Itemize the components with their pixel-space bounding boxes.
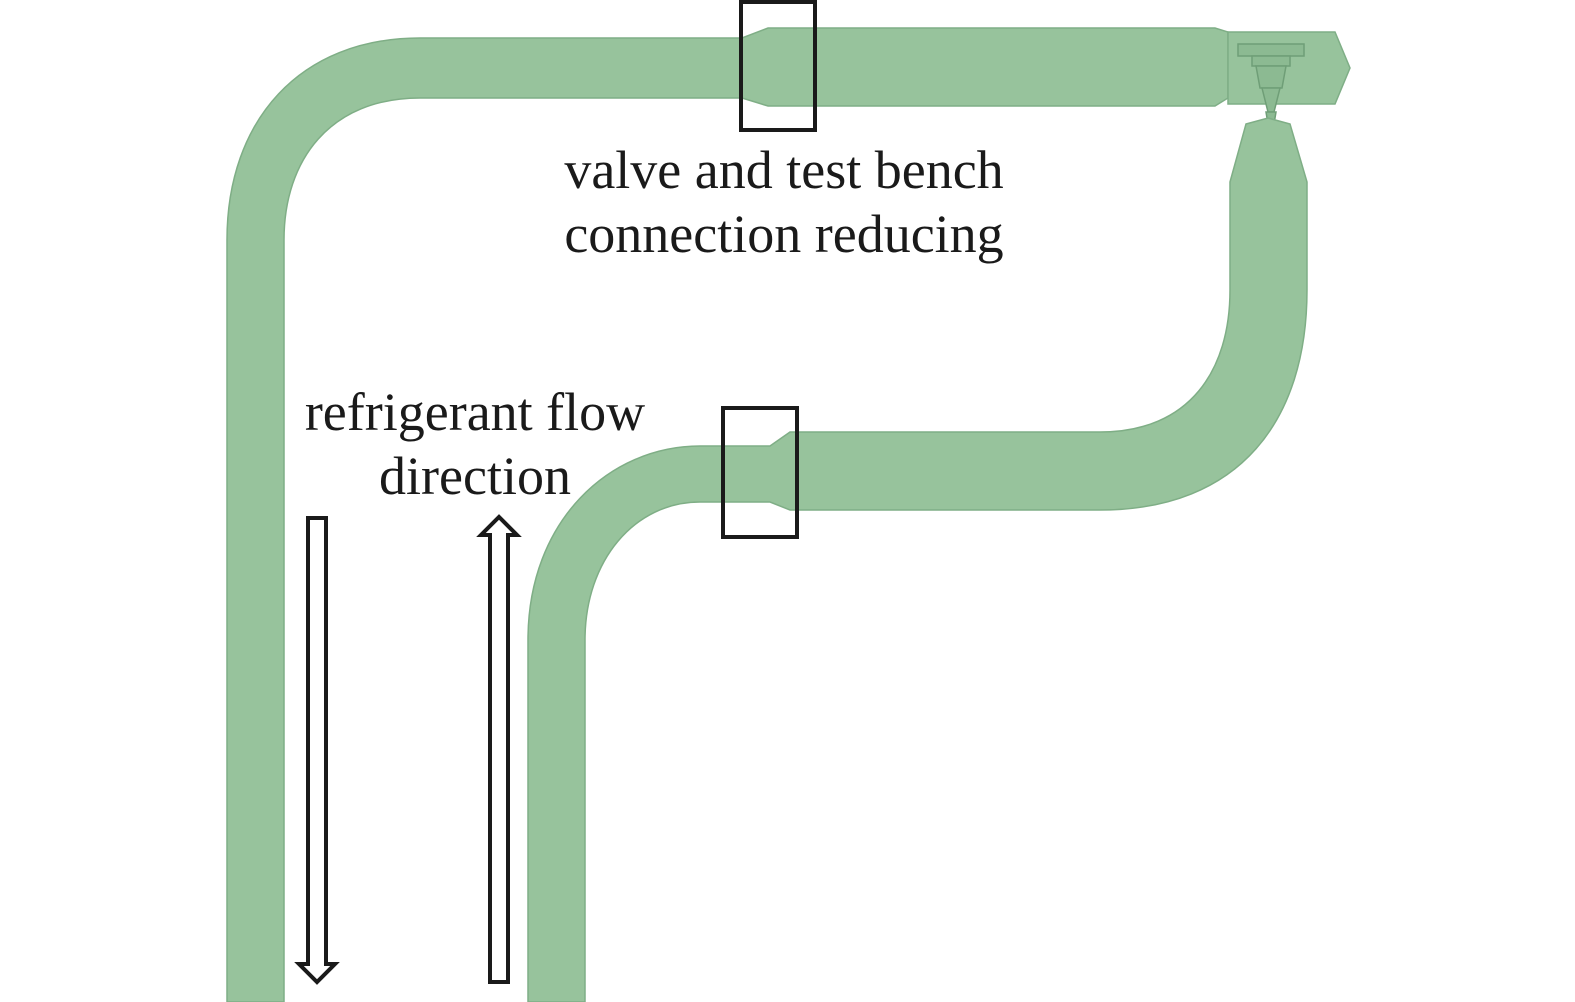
- inlet-pipe: [527, 117, 1308, 1002]
- valve-connection-label-line-2: connection reducing: [564, 204, 1004, 264]
- valve-body: [1227, 31, 1351, 105]
- flow-direction-label-line-2: direction: [379, 446, 571, 506]
- flow-arrow-up-icon: [476, 514, 522, 984]
- valve-connection-label-line-1: valve and test bench: [564, 140, 1004, 200]
- outlet-pipe: [226, 27, 1229, 1002]
- valve-connection-box-top: [739, 0, 817, 132]
- valve-connection-label: valve and test bench connection reducing: [520, 138, 1048, 266]
- valve-needle: [1237, 43, 1305, 143]
- flow-direction-label: refrigerant flow direction: [270, 380, 680, 508]
- valve-connection-box-middle: [721, 406, 799, 539]
- flow-direction-label-line-1: refrigerant flow: [304, 382, 646, 442]
- flow-arrow-down-icon: [294, 516, 340, 985]
